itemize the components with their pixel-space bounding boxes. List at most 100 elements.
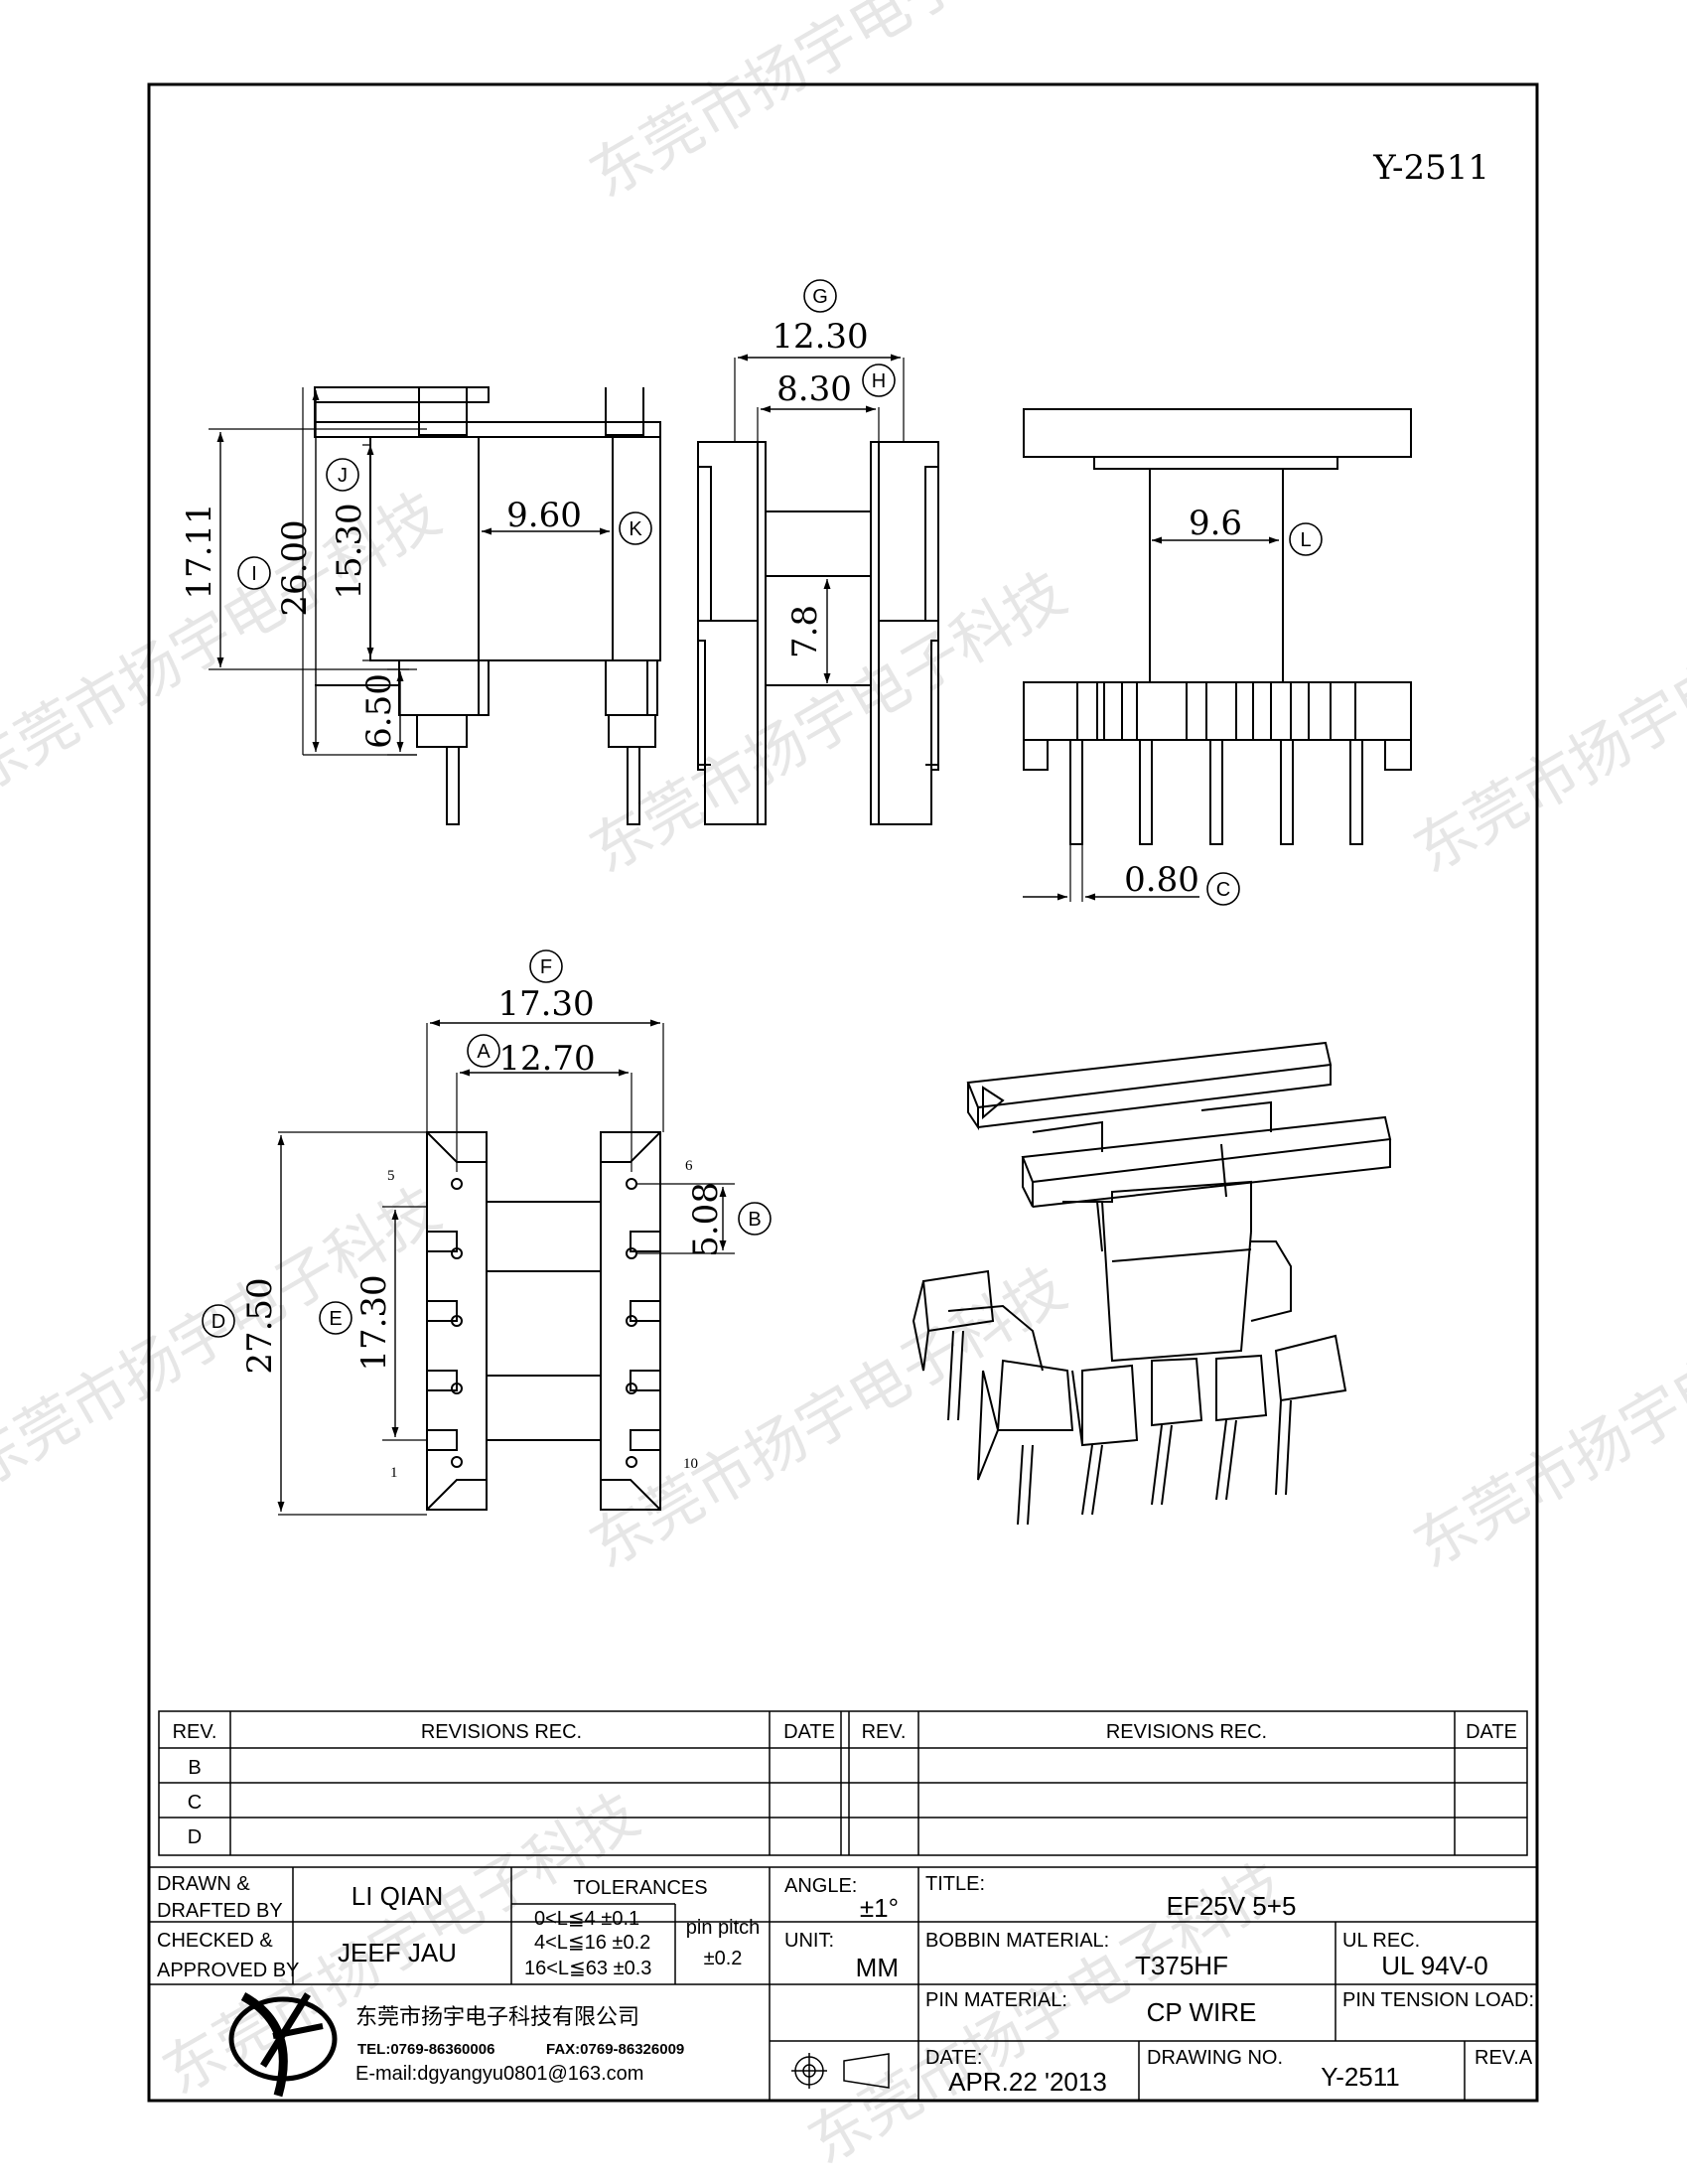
pin-tension-label: PIN TENSION LOAD: <box>1342 1989 1534 2011</box>
company-fax: FAX:0769-86326009 <box>546 2041 684 2058</box>
right-view <box>1023 408 1412 902</box>
dim-f: 17.30 <box>497 984 594 1024</box>
dim-i: 26.00 <box>275 519 315 616</box>
dim-h: 8.30 <box>776 369 852 409</box>
isometric-view <box>912 1041 1392 1526</box>
front-view <box>209 386 661 825</box>
callout-f-letter: F <box>540 956 552 978</box>
callout-l-letter: L <box>1300 529 1311 551</box>
callout-i <box>237 556 271 590</box>
watermark-text: 东莞市扬宇电子科技 <box>579 1253 1078 1582</box>
dim-17-11: 17.11 <box>180 503 219 599</box>
watermark-text: 东莞市扬宇电子科技 <box>1403 1253 1687 1582</box>
pin-pitch-value: ±0.2 <box>704 1948 743 1969</box>
date-header-right: DATE <box>1466 1721 1517 1743</box>
dim-b: 5.08 <box>686 1182 726 1257</box>
drawn-value: LI QIAN <box>351 1881 443 1911</box>
callout-letters: G H J I K L C F A B D E <box>211 286 1312 1333</box>
callout-b-letter: B <box>748 1209 761 1231</box>
callout-g <box>803 279 837 313</box>
sheet-border <box>147 82 1539 2103</box>
side-view <box>697 354 939 825</box>
dim-a: 12.70 <box>498 1039 595 1079</box>
pin-pitch-label: pin pitch <box>686 1917 761 1939</box>
dim-g: 12.30 <box>772 317 868 357</box>
callout-e <box>319 1301 352 1335</box>
rev-label: REV.A <box>1475 2047 1533 2069</box>
dim-e: 17.30 <box>354 1274 394 1371</box>
rec-header-left: REVISIONS REC. <box>421 1721 582 1743</box>
title-value: EF25V 5+5 <box>1167 1891 1297 1921</box>
rec-header-right: REVISIONS REC. <box>1106 1721 1267 1743</box>
callout-b <box>738 1202 772 1236</box>
revision-table <box>158 1710 1528 1856</box>
drawing-id-label: Y-2511 <box>1372 148 1489 188</box>
title-label: TITLE: <box>925 1873 985 1895</box>
callout-d <box>202 1304 235 1338</box>
rev-row-b: B <box>188 1757 201 1779</box>
bottom-view <box>277 1019 735 1516</box>
pin-1-label: 1 <box>390 1465 398 1481</box>
dim-j: 15.30 <box>330 503 369 599</box>
callout-a <box>467 1034 500 1068</box>
rev-header-right: REV. <box>862 1721 907 1743</box>
callout-k-letter: K <box>629 518 642 540</box>
drawing-no-value: Y-2511 <box>1321 2062 1400 2092</box>
checked-value: JEEF JAU <box>338 1938 457 1967</box>
company-name: 东莞市扬宇电子科技有限公司 <box>355 2005 639 2030</box>
tolerance-row-1: 0<L≦4 ±0.1 <box>534 1908 639 1930</box>
revision-table-text: REV. REVISIONS REC. DATE REV. REVISIONS … <box>173 1721 1517 1848</box>
callout-markers <box>202 279 1323 1338</box>
pin-material-label: PIN MATERIAL: <box>925 1989 1067 2011</box>
tolerance-row-3: 16<L≦63 ±0.3 <box>524 1958 651 1979</box>
pin-10-label: 10 <box>683 1456 698 1472</box>
date-label: DATE: <box>925 2047 982 2069</box>
dim-6-50: 6.50 <box>359 673 399 749</box>
watermark-text: 东莞市扬宇电子科技 <box>579 558 1078 887</box>
title-block <box>149 1866 1537 2101</box>
dim-k: 9.60 <box>506 496 582 535</box>
callout-f <box>529 949 563 983</box>
watermark-text: 东莞市扬宇电子科技 <box>579 0 1078 212</box>
pin-6-label: 6 <box>685 1158 693 1174</box>
callout-h-letter: H <box>872 370 886 392</box>
drawing-no-label: DRAWING NO. <box>1147 2047 1283 2069</box>
checked-label-2: APPROVED BY <box>157 1960 299 1981</box>
callout-l <box>1289 522 1323 556</box>
pin-5-label: 5 <box>387 1168 395 1184</box>
pin-material-value: CP WIRE <box>1147 1997 1257 2027</box>
company-email: E-mail:dgyangyu0801@163.com <box>355 2063 643 2085</box>
company-logo <box>228 1992 338 2098</box>
dim-l: 9.6 <box>1189 504 1242 543</box>
bobbin-material-value: T375HF <box>1135 1951 1228 1980</box>
date-header-left: DATE <box>783 1721 835 1743</box>
bobbin-material-label: BOBBIN MATERIAL: <box>925 1930 1109 1952</box>
callout-g-letter: G <box>812 286 828 308</box>
callout-k <box>619 511 652 545</box>
callout-h <box>862 364 896 397</box>
ul-rec-value: UL 94V-0 <box>1381 1951 1487 1980</box>
angle-label: ANGLE: <box>784 1875 857 1897</box>
unit-label: UNIT: <box>784 1930 834 1952</box>
tolerance-row-2: 4<L≦16 ±0.2 <box>534 1932 650 1954</box>
callout-j <box>326 458 359 492</box>
callout-a-letter: A <box>477 1041 491 1063</box>
rev-row-c: C <box>188 1792 202 1814</box>
pin-numbers: 5 6 1 10 <box>387 1158 698 1481</box>
dim-d: 27.50 <box>240 1277 280 1374</box>
company-tel: TEL:0769-86360006 <box>357 2041 494 2058</box>
title-block-text: DRAWN & DRAFTED BY LI QIAN CHECKED & APP… <box>157 1873 1534 2097</box>
dim-7-8: 7.8 <box>785 605 825 658</box>
callout-c <box>1206 872 1240 906</box>
rev-header-left: REV. <box>173 1721 217 1743</box>
drawn-label-2: DRAFTED BY <box>157 1900 283 1922</box>
callout-e-letter: E <box>329 1308 342 1330</box>
rev-row-d: D <box>188 1826 202 1848</box>
callout-d-letter: D <box>211 1311 225 1333</box>
watermark-text: 东莞市扬宇电子科技 <box>1403 558 1687 887</box>
callout-c-letter: C <box>1216 879 1230 901</box>
callout-j-letter: J <box>338 465 348 487</box>
watermark-text: 东莞市扬宇电子科技 <box>0 479 452 807</box>
ul-rec-label: UL REC. <box>1342 1930 1420 1952</box>
